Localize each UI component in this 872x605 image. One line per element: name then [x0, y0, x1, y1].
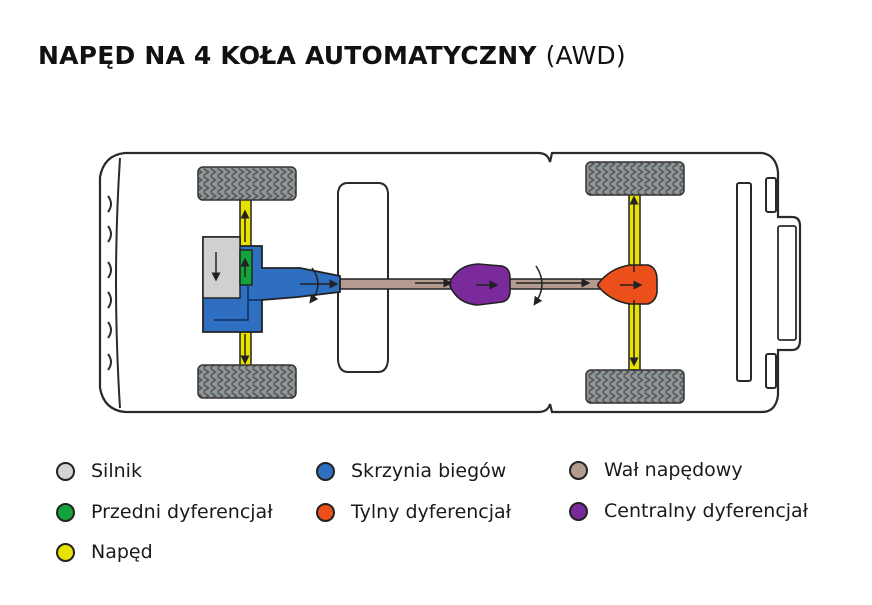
- title-main: NAPĘD NA 4 KOŁA AUTOMATYCZNY: [38, 41, 537, 70]
- windshield: [337, 182, 389, 373]
- legend-swatch-front-differential: [56, 502, 75, 522]
- legend-label-rear-differential: Tylny dyferencjał: [351, 501, 512, 523]
- legend-swatch-driveshaft: [569, 460, 588, 480]
- legend-item-front-differential: Przedni dyferencjał: [56, 500, 273, 524]
- rotation-arrows: [309, 265, 543, 306]
- rear-window: [736, 182, 752, 382]
- legend-swatch-gearbox: [316, 461, 335, 481]
- grille-bumps: [107, 195, 112, 371]
- tires: [197, 161, 685, 404]
- legend-label-front-differential: Przedni dyferencjał: [91, 501, 273, 523]
- legend-label-drive: Napęd: [91, 541, 153, 563]
- legend-item-rear-differential: Tylny dyferencjał: [316, 500, 511, 524]
- engine-block: [202, 236, 241, 299]
- gearbox-internal-lines: [214, 286, 262, 321]
- legend-swatch-center-differential: [569, 501, 588, 521]
- legend-item-drive: Napęd: [56, 540, 153, 564]
- tire-front-left: [197, 166, 297, 201]
- tire-rear-right: [585, 369, 685, 404]
- legend-swatch-drive: [56, 542, 75, 562]
- front-differential: [239, 249, 253, 286]
- front-bumper-line: [115, 157, 121, 409]
- legend-item-engine: Silnik: [56, 459, 142, 483]
- legend-label-engine: Silnik: [91, 460, 142, 482]
- legend-label-driveshaft: Wał napędowy: [604, 459, 743, 481]
- power-flow-arrows: [211, 195, 643, 367]
- legend-item-driveshaft: Wał napędowy: [569, 458, 743, 482]
- page-title: NAPĘD NA 4 KOŁA AUTOMATYCZNY (AWD): [38, 40, 626, 72]
- tire-rear-left: [585, 161, 685, 196]
- legend-label-center-differential: Centralny dyferencjał: [604, 500, 809, 522]
- legend-label-gearbox: Skrzynia biegów: [351, 460, 507, 482]
- spare-tire-cover: [777, 225, 797, 341]
- rear-body-steps: [765, 177, 777, 389]
- legend-item-center-differential: Centralny dyferencjał: [569, 499, 808, 523]
- legend-swatch-rear-differential: [316, 502, 335, 522]
- legend-swatch-engine: [56, 461, 75, 481]
- tire-front-right: [197, 364, 297, 399]
- title-suffix: (AWD): [545, 41, 626, 70]
- legend-item-gearbox: Skrzynia biegów: [316, 459, 506, 483]
